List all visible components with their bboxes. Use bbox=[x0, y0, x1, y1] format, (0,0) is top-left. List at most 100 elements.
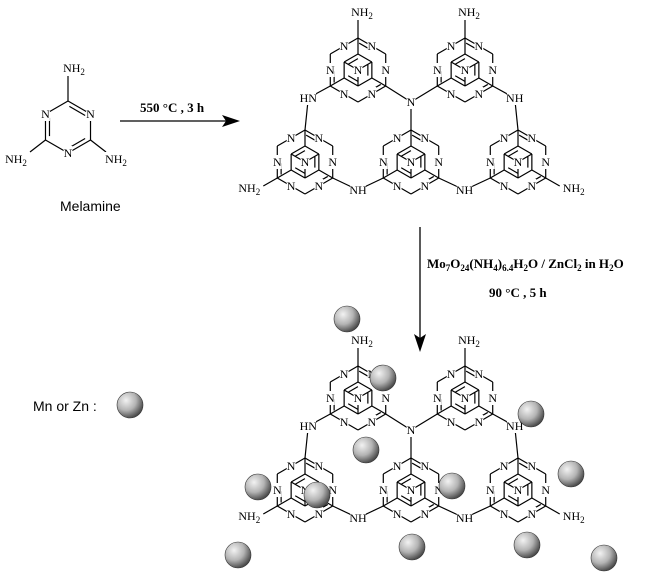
amine-linker: NH bbox=[349, 183, 367, 197]
atom-knockout bbox=[485, 483, 495, 497]
atom-knockout bbox=[314, 131, 324, 145]
ring-nitrogen: N bbox=[393, 459, 402, 473]
double-bond-line bbox=[507, 478, 519, 485]
bond-line bbox=[396, 145, 412, 155]
atom-knockout bbox=[339, 39, 349, 53]
bond-line bbox=[290, 497, 306, 507]
double-bond-line bbox=[347, 75, 359, 82]
atom-knockout bbox=[513, 483, 523, 497]
atom-knockout bbox=[378, 155, 388, 169]
atom-knockout bbox=[513, 155, 523, 169]
bond-line bbox=[276, 497, 292, 507]
metal-sphere-icon bbox=[557, 460, 585, 488]
amino-group-label: NH2 bbox=[351, 5, 373, 21]
bridge-nitrogen: N bbox=[407, 423, 416, 437]
ring-nitrogen: N bbox=[447, 87, 456, 101]
ring-nitrogen: N bbox=[340, 367, 349, 381]
atom-knockout bbox=[392, 507, 402, 521]
atom-knockout bbox=[527, 179, 537, 193]
bond-line bbox=[357, 53, 373, 63]
amine-linker: NH bbox=[456, 511, 474, 525]
double-bond-line bbox=[347, 403, 359, 410]
bond-line bbox=[343, 381, 359, 391]
ring-nitrogen: N bbox=[447, 367, 456, 381]
bond-line bbox=[410, 497, 426, 507]
bond-line bbox=[503, 169, 519, 179]
atom-knockout bbox=[446, 367, 456, 381]
ring-nitrogen: N bbox=[340, 415, 349, 429]
atom-knockout bbox=[272, 483, 282, 497]
bond-line bbox=[450, 381, 466, 391]
ring-nitrogen: N bbox=[86, 107, 95, 121]
ring-nitrogen: N bbox=[273, 155, 282, 169]
ring-nitrogen: N bbox=[486, 483, 495, 497]
central-nitrogen: N bbox=[514, 155, 523, 169]
ring-nitrogen: N bbox=[393, 179, 402, 193]
atom-knockout bbox=[353, 63, 363, 77]
atom-knockout bbox=[314, 179, 324, 193]
ring-nitrogen: N bbox=[287, 179, 296, 193]
step2-condition: 90 °C , 5 h bbox=[489, 285, 547, 300]
bond-line bbox=[478, 77, 494, 87]
bond-line bbox=[410, 473, 426, 483]
metal-sphere-icon bbox=[590, 544, 618, 572]
ring-nitrogen: N bbox=[287, 459, 296, 473]
bond-line bbox=[545, 505, 561, 515]
ring-nitrogen: N bbox=[315, 179, 324, 193]
double-bond-line bbox=[411, 462, 423, 470]
metal-sphere-icon bbox=[352, 436, 380, 464]
double-bond-line bbox=[465, 42, 477, 50]
ring-nitrogen: N bbox=[447, 39, 456, 53]
atom-knockout bbox=[349, 333, 375, 348]
bond-line bbox=[290, 145, 306, 155]
ring-nitrogen: N bbox=[475, 39, 484, 53]
double-bond-line bbox=[400, 167, 412, 174]
atom-knockout bbox=[286, 507, 296, 521]
double-bond-line bbox=[518, 134, 530, 142]
atom-knockout bbox=[456, 333, 482, 348]
ring-nitrogen: N bbox=[541, 483, 550, 497]
bond-line bbox=[343, 77, 359, 87]
bond-line bbox=[517, 497, 533, 507]
double-bond-line bbox=[400, 495, 412, 502]
ring-nitrogen: N bbox=[434, 155, 443, 169]
double-bond-line bbox=[294, 495, 306, 502]
bond-line bbox=[450, 53, 466, 63]
atom-knockout bbox=[446, 415, 456, 429]
double-bond-line bbox=[358, 370, 370, 378]
ring-nitrogen: N bbox=[64, 146, 73, 160]
atom-knockout bbox=[474, 39, 484, 53]
metal-sphere-icon bbox=[369, 364, 397, 392]
double-bond-line bbox=[400, 150, 412, 157]
atom-knockout bbox=[460, 391, 470, 405]
atom-knockout bbox=[61, 61, 87, 76]
ring-nitrogen: N bbox=[287, 131, 296, 145]
double-bond-line bbox=[294, 478, 306, 485]
atom-knockout bbox=[353, 391, 363, 405]
bond-line bbox=[329, 77, 345, 87]
double-bond-line bbox=[465, 370, 477, 378]
central-nitrogen: N bbox=[354, 63, 363, 77]
atom-knockout bbox=[560, 509, 587, 524]
bond-line bbox=[29, 139, 46, 153]
atom-knockout bbox=[499, 179, 509, 193]
amine-linker: NH bbox=[349, 511, 367, 525]
atom-knockout bbox=[63, 146, 73, 160]
metal-sphere-icon bbox=[224, 541, 252, 569]
bond-line bbox=[531, 169, 547, 179]
metal-spheres bbox=[224, 305, 618, 572]
ring-nitrogen: N bbox=[315, 507, 324, 521]
atom-knockout bbox=[446, 87, 456, 101]
bond-line bbox=[436, 77, 452, 87]
atom-knockout bbox=[339, 415, 349, 429]
atom-knockout bbox=[350, 183, 366, 197]
ring-nitrogen: N bbox=[287, 507, 296, 521]
atom-knockout bbox=[406, 483, 416, 497]
atom-knockout bbox=[286, 179, 296, 193]
ring-nitrogen: N bbox=[500, 179, 509, 193]
atom-knockout bbox=[314, 459, 324, 473]
atom-knockout bbox=[499, 131, 509, 145]
atom-knockout bbox=[527, 131, 537, 145]
bond-line bbox=[464, 381, 480, 391]
